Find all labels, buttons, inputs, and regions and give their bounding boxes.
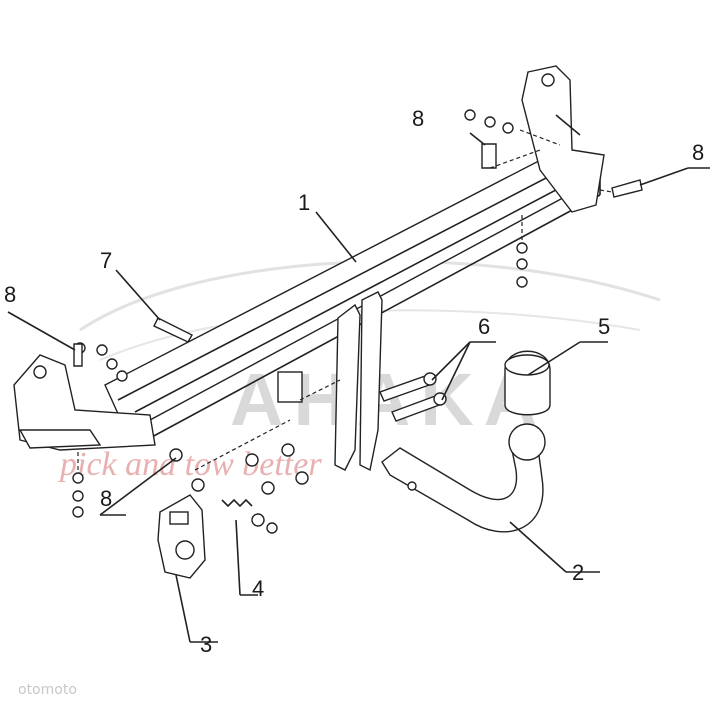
tow-ball-neck	[381, 423, 546, 533]
assembly-guides	[77, 129, 613, 471]
callout-3: 3	[200, 632, 212, 657]
mounting-bolts	[379, 372, 447, 422]
callout-1: 1	[298, 190, 310, 215]
left-mounting-bracket	[13, 354, 156, 451]
callout-6: 6	[478, 314, 490, 339]
ball-cover	[504, 350, 551, 416]
callout-8-top: 8	[412, 106, 424, 131]
spring-assembly	[191, 478, 278, 534]
watermark-tagline: pick and tow better	[58, 446, 322, 483]
callout-4: 4	[252, 576, 264, 601]
leader-lines	[7, 132, 710, 643]
socket-plate	[157, 494, 206, 579]
callout-7: 7	[100, 248, 112, 273]
right-mounting-bracket	[521, 65, 605, 213]
callout-8-bottom: 8	[100, 486, 112, 511]
centre-drop-bracket	[277, 291, 383, 472]
callout-2: 2	[572, 560, 584, 585]
callout-5: 5	[598, 314, 610, 339]
small-bolts	[73, 143, 643, 367]
callout-labels: 1 2 3 4 5 6 7 8 8 8 8	[4, 106, 704, 657]
callout-8-right: 8	[692, 140, 704, 165]
image-credit: otomoto	[18, 682, 77, 698]
callout-8-left: 8	[4, 282, 16, 307]
